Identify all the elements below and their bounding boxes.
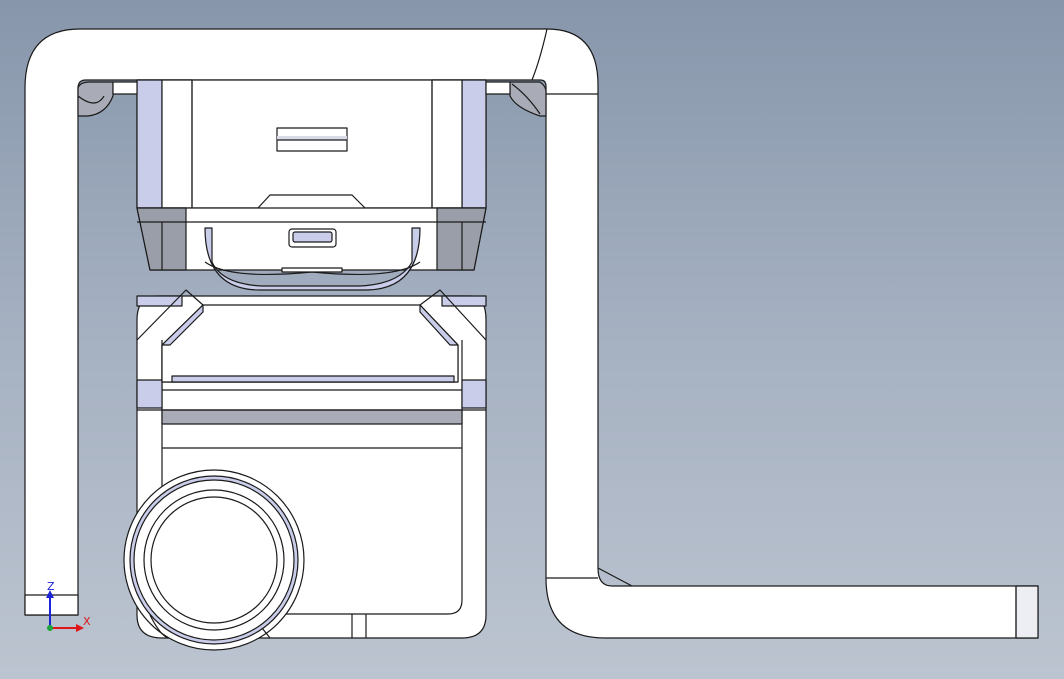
triad-origin: [47, 625, 53, 631]
upper-housing: [112, 79, 511, 291]
x-axis-label: X: [83, 615, 91, 628]
coordinate-triad: [46, 590, 84, 632]
round-boss: [123, 469, 305, 651]
bracket-frame: [24, 28, 1039, 639]
z-axis-label: Z: [47, 580, 55, 593]
